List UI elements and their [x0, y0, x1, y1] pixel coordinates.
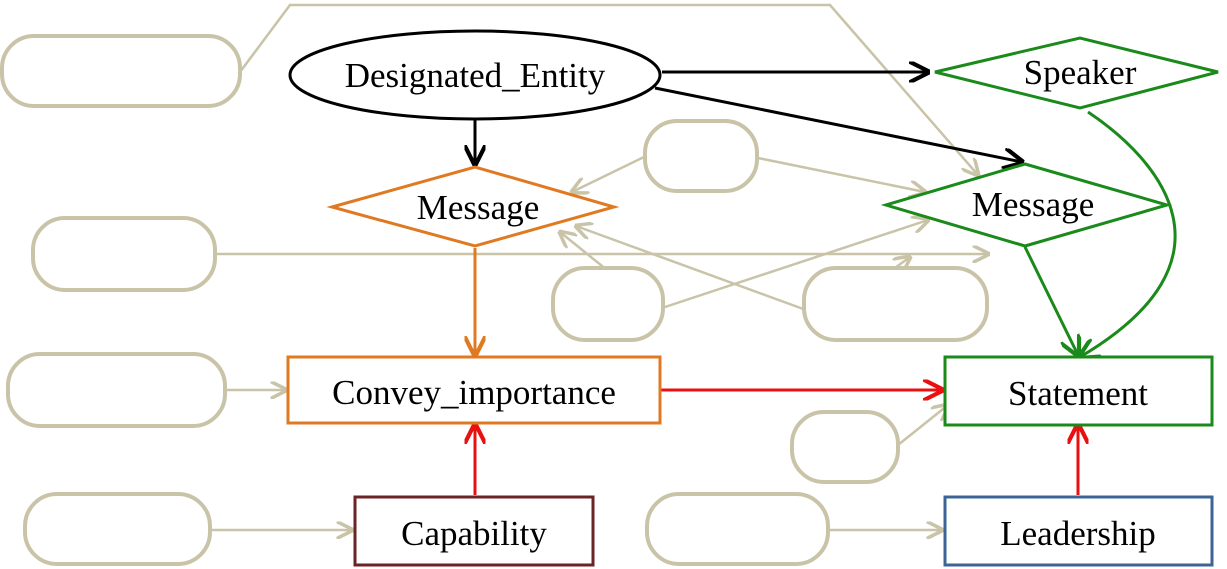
placeholder-box-mid-left	[31, 216, 217, 292]
placeholder-box-top-center	[643, 119, 759, 193]
node-label-speaker: Speaker	[1024, 53, 1137, 92]
node-speaker: Speaker	[934, 36, 1219, 110]
node-label-statement: Statement	[1008, 374, 1148, 413]
node-label-message-right: Message	[972, 185, 1094, 224]
node-label-convey-importance: Convey_importance	[332, 373, 616, 412]
edge-faded-lowcenterleft-to-message-right	[661, 220, 928, 310]
placeholder-box-left	[6, 352, 227, 428]
node-label-capability: Capability	[401, 514, 547, 553]
node-leadership: Leadership	[943, 495, 1214, 567]
placeholder-boxes	[0, 34, 989, 566]
placeholder-box-small	[790, 410, 900, 484]
node-capability: Capability	[353, 495, 595, 567]
colored-edges	[475, 72, 1177, 495]
node-designated-entity: Designated_Entity	[288, 29, 662, 121]
node-convey-importance: Convey_importance	[286, 355, 662, 425]
edge-message-right-to-statement	[1023, 246, 1078, 355]
edge-entity-to-message-right	[654, 86, 1022, 162]
placeholder-box-bottom-left	[23, 492, 212, 566]
edge-faded-lowcenterleft-to-message-left	[560, 232, 608, 271]
faded-edges	[210, 3, 988, 530]
placeholder-box-bottom-center	[645, 492, 830, 566]
edge-faded-lowcenterright-to-message-left	[576, 226, 807, 312]
edge-faded-topcenter-to-message-right	[757, 156, 925, 192]
edge-faded-small-to-statement	[897, 405, 948, 446]
placeholder-box-top-left	[0, 34, 242, 108]
node-statement: Statement	[943, 355, 1214, 427]
edge-faded-topcenter-to-message-left	[572, 153, 649, 192]
node-message-left: Message	[326, 165, 620, 248]
node-label-designated-entity: Designated_Entity	[345, 56, 606, 95]
edge-faded-topleft-to-message-right	[238, 3, 978, 175]
placeholder-box-lower-center-right	[802, 266, 989, 342]
placeholder-box-lower-center-left	[551, 266, 665, 342]
node-label-leadership: Leadership	[1000, 514, 1155, 553]
node-message-right: Message	[880, 162, 1173, 248]
node-label-message-left: Message	[417, 188, 539, 227]
edge-speaker-to-statement	[1080, 110, 1177, 357]
